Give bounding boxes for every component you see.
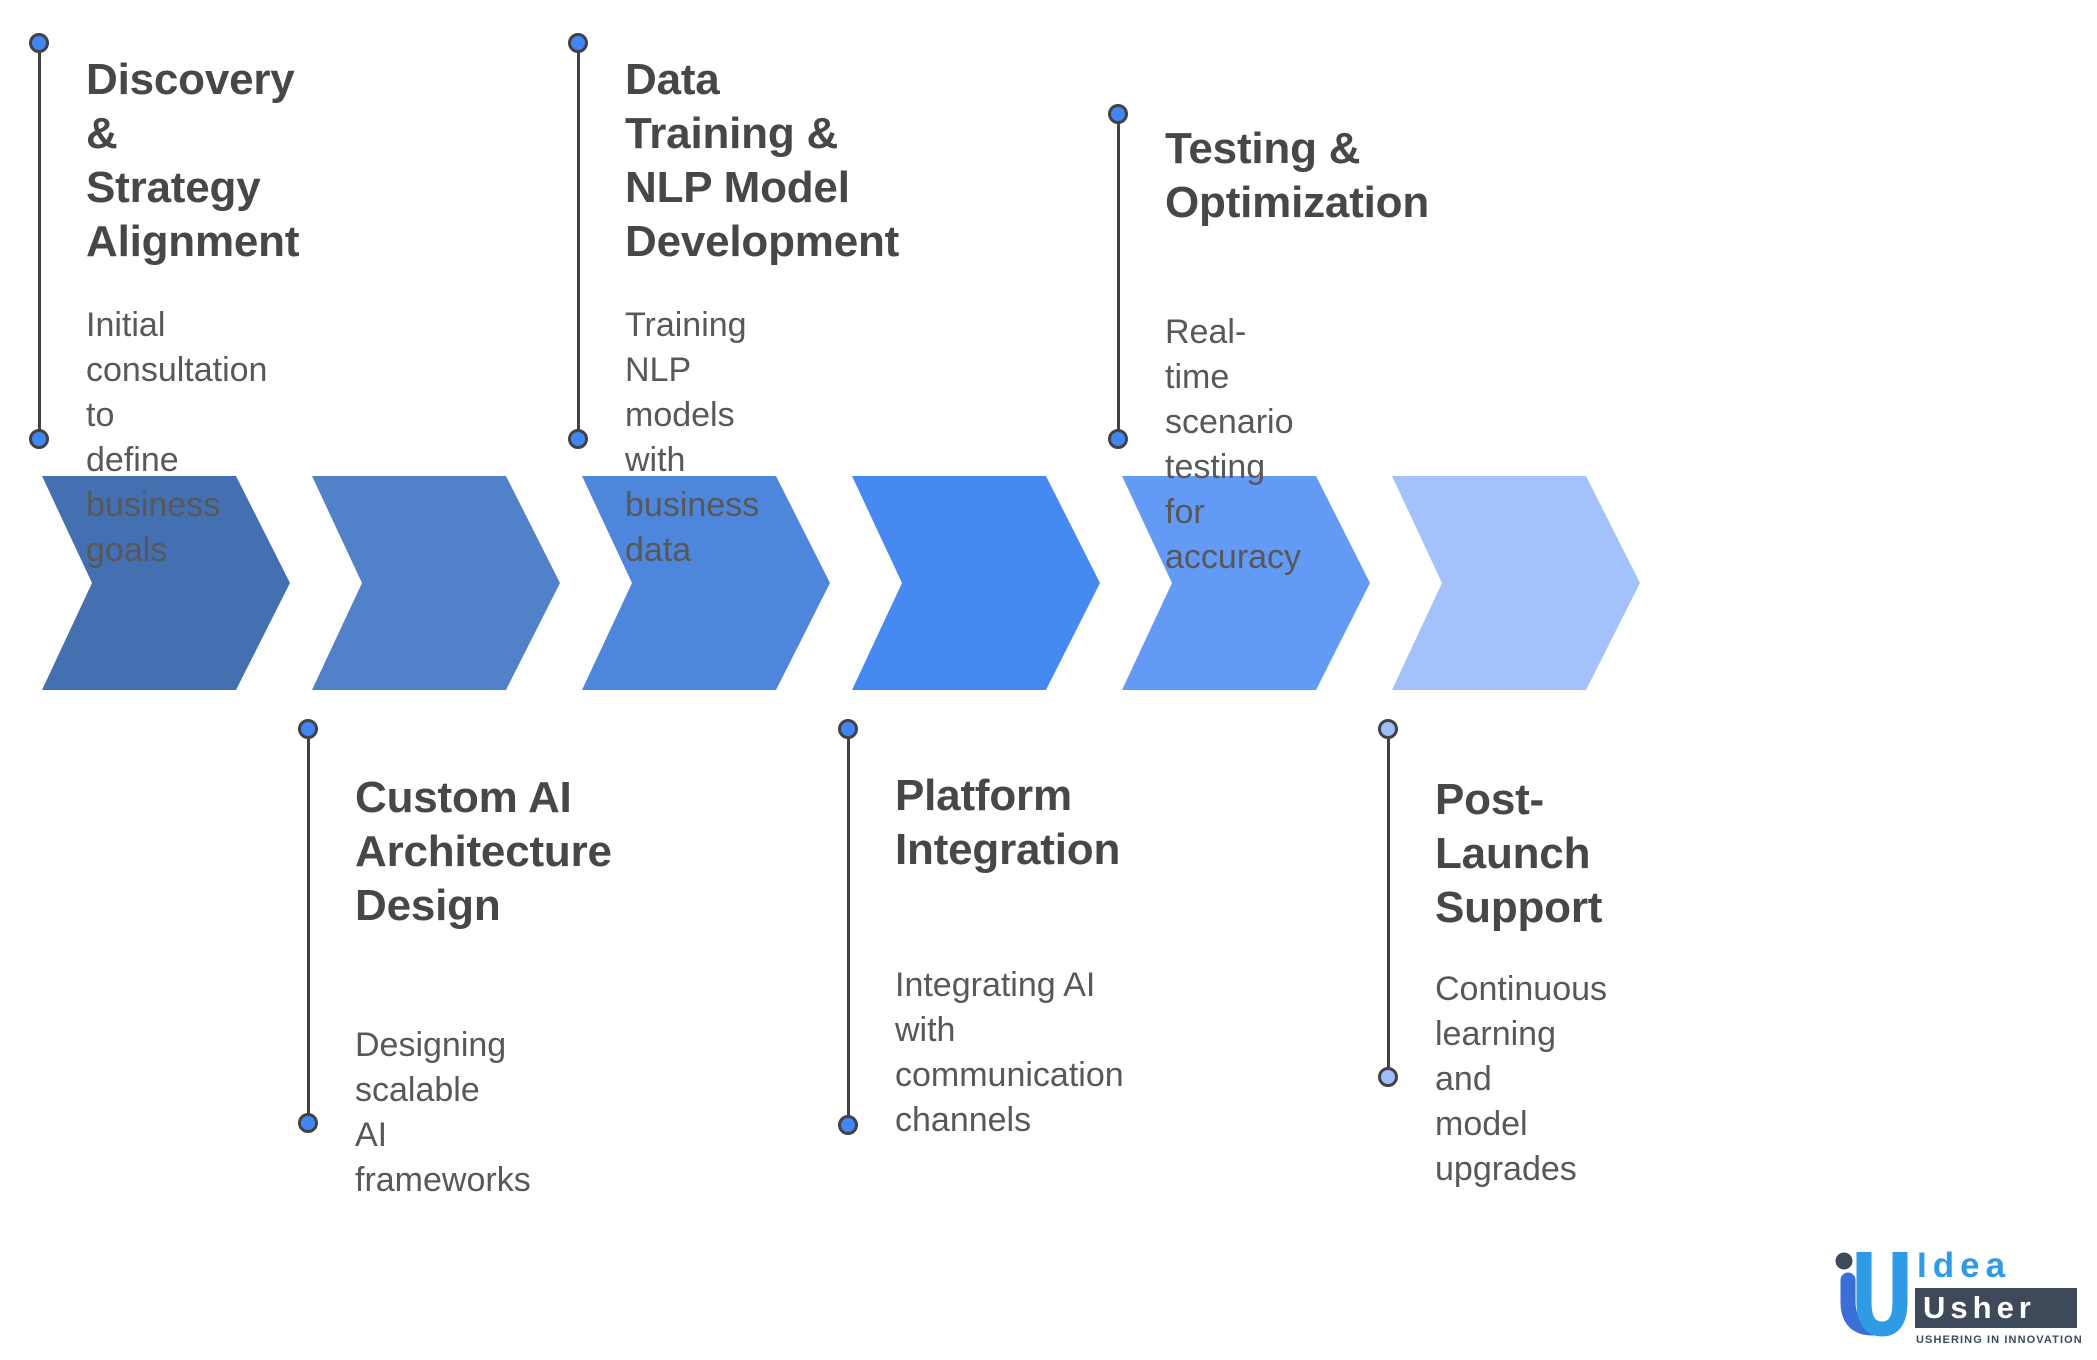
chevron-arrow-1 [42,476,290,690]
chevron-arrow-2 [312,476,560,690]
chevron-arrow-4 [852,476,1100,690]
connector-dot-top [298,719,318,739]
step-description: Designing scalable AI frameworks [355,1026,531,1199]
logo-tagline: USHERING IN INNOVATION [1916,1334,2083,1346]
connector-line [846,729,850,1125]
connector-dot-bottom [568,429,588,449]
logo-brand-idea: Idea [1917,1246,2012,1285]
connector-dot-top [29,33,49,53]
connector-line [1386,729,1390,1077]
connector-line [306,729,310,1123]
connector-dot-top [838,719,858,739]
chevron-arrow-6 [1392,476,1640,690]
chevron-arrow-5 [1122,476,1370,690]
connector-dot-bottom [29,429,49,449]
chevron-arrow-band [42,476,1640,690]
connector-dot-top [1378,719,1398,739]
connector-dot-top [568,33,588,53]
step-title: Testing & Optimization [1165,124,1430,227]
connector-line [37,43,41,439]
step-title: Discovery & Strategy Alignment [86,55,300,266]
step-title: Custom AI Architecture Design [355,773,612,930]
connector-dot-top [1108,104,1128,124]
logo-i-dot [1835,1252,1853,1270]
step-description: Continuous learning and model upgrades [1435,970,1608,1188]
step-title: Platform Integration [895,771,1121,874]
step-description: Real-time scenario testing for accuracy [1165,313,1302,576]
step-title: Data Training & NLP Model Development [625,55,900,266]
idea-usher-logo: Idea Usher USHERING IN INNOVATION [1835,1240,2085,1355]
connector-dot-bottom [1378,1067,1398,1087]
connector-dot-bottom [298,1113,318,1133]
logo-brand-usher: Usher [1923,1290,2036,1325]
logo-brand-usher-box: Usher [1915,1288,2077,1328]
connector-dot-bottom [838,1115,858,1135]
idea-usher-mark-icon [1835,1252,1908,1337]
logo-u-shape [1856,1252,1908,1337]
chevron-arrow-3 [582,476,830,690]
connector-dot-bottom [1108,429,1128,449]
step-description: Initial consultation to define business … [86,306,268,569]
step-title: Post-Launch Support [1435,775,1603,932]
step-description: Training NLP models with business data [625,306,760,569]
step-description: Integrating AI with communication channe… [895,966,1124,1139]
connector-line [576,43,580,439]
connector-line [1116,114,1120,439]
